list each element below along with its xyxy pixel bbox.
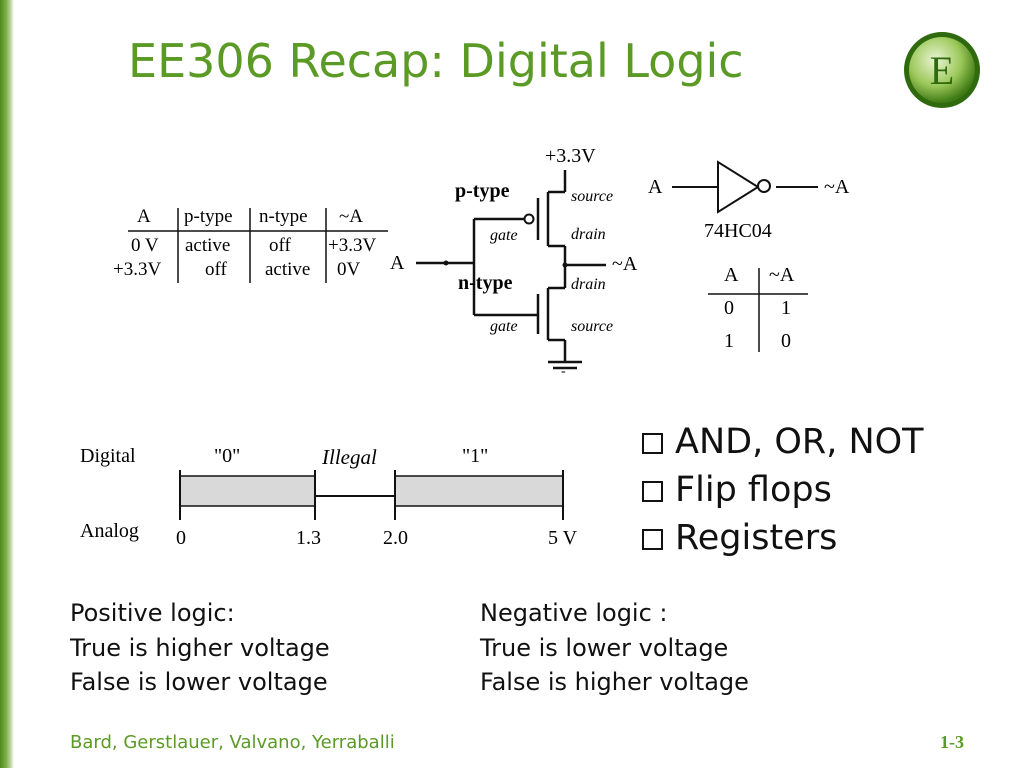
not-tt-r2-a: 1 [724, 330, 734, 352]
p-type-label: p-type [455, 180, 510, 202]
p-source-label: source [571, 188, 614, 205]
p-gate-bubble [523, 213, 535, 225]
p-gate-label: gate [490, 227, 518, 244]
tick-1-3: 1.3 [296, 527, 321, 549]
tt-header-ptype: p-type [184, 206, 233, 227]
negative-logic-heading: Negative logic : [480, 599, 668, 627]
texas-e-logo: E [902, 30, 982, 110]
not-tt-r1-nota: 1 [781, 297, 791, 319]
tt-header-a: A [137, 206, 151, 227]
one-band [394, 475, 564, 507]
not-tt-header-nota: ~A [769, 264, 795, 286]
input-node-dot [443, 260, 449, 266]
inverter-input-label: A [648, 176, 663, 198]
positive-logic-false: False is lower voltage [70, 668, 328, 696]
checkbox-bullet-icon [642, 528, 663, 550]
inverter-output-label: ~A [824, 176, 850, 198]
tt-r1-a: 0 V [131, 235, 159, 256]
tick-0: 0 [176, 527, 186, 549]
tt-r2-a: +3.3V [113, 259, 162, 280]
checkbox-bullet-icon [642, 480, 663, 502]
footer-authors: Bard, Gerstlauer, Valvano, Yerraballi [70, 732, 395, 753]
negative-logic-false: False is higher voltage [480, 668, 749, 696]
not-tt-header-a: A [724, 264, 739, 286]
tt-r2-nota: 0V [337, 259, 361, 280]
tt-r1-nota: +3.3V [328, 235, 377, 256]
tt-header-nota: ~A [339, 206, 364, 227]
not-tt-r1-a: 0 [724, 297, 734, 319]
checkbox-bullet-icon [642, 432, 663, 454]
p-drain-label: drain [571, 226, 606, 243]
tt-r1-ptype: active [185, 235, 231, 256]
output-node-dot [562, 262, 568, 268]
negative-logic-block: Negative logic : True is lower voltage F… [480, 596, 749, 700]
n-source-label: source [571, 318, 614, 335]
bullet-text: Registers [675, 518, 838, 558]
cmos-output-label: ~A [612, 253, 638, 275]
tt-r2-ptype: off [205, 259, 227, 280]
negative-logic-true: True is lower voltage [480, 633, 729, 662]
tick-5v: 5 V [548, 527, 578, 549]
logo-icon: E [904, 32, 980, 108]
page-number: 1-3 [940, 732, 964, 752]
n-drain-label: drain [571, 276, 606, 293]
vdd-label: +3.3V [545, 145, 596, 167]
bullet-text: AND, OR, NOT [675, 422, 924, 462]
positive-logic-heading: Positive logic: [70, 599, 235, 627]
topic-bullet-list: AND, OR, NOT Flip flops Registers [642, 418, 924, 562]
cmos-input-label: A [390, 252, 405, 274]
bullet-text: Flip flops [675, 470, 832, 510]
bullet-item: Flip flops [642, 466, 924, 514]
tt-r1-ntype: off [269, 235, 291, 256]
inverter-part-label: 74HC04 [704, 220, 772, 242]
ground-label: - [561, 364, 566, 379]
positive-logic-true: True is higher voltage [70, 633, 330, 662]
sidebar-accent-bar [0, 0, 14, 768]
not-gate-symbol [672, 160, 818, 214]
tt-r2-ntype: active [265, 259, 311, 280]
voltage-levels-diagram [179, 470, 564, 520]
not-truth-table-grid [708, 268, 808, 352]
zero-band [179, 475, 316, 507]
n-gate-label: gate [490, 318, 518, 335]
tt-grid [128, 208, 388, 283]
zero-label: "0" [214, 445, 241, 467]
illegal-label: Illegal [322, 445, 377, 469]
analog-label: Analog [80, 520, 139, 542]
bullet-item: AND, OR, NOT [642, 418, 924, 466]
slide-title: EE306 Recap: Digital Logic [128, 34, 744, 88]
bullet-item: Registers [642, 514, 924, 562]
tick-2-0: 2.0 [383, 527, 408, 549]
not-tt-r2-nota: 0 [781, 330, 791, 352]
positive-logic-block: Positive logic: True is higher voltage F… [70, 596, 330, 700]
tt-header-ntype: n-type [259, 206, 308, 227]
logo-letter: E [930, 48, 954, 93]
one-label: "1" [462, 445, 489, 467]
n-type-label: n-type [458, 272, 513, 294]
digital-label: Digital [80, 445, 136, 467]
